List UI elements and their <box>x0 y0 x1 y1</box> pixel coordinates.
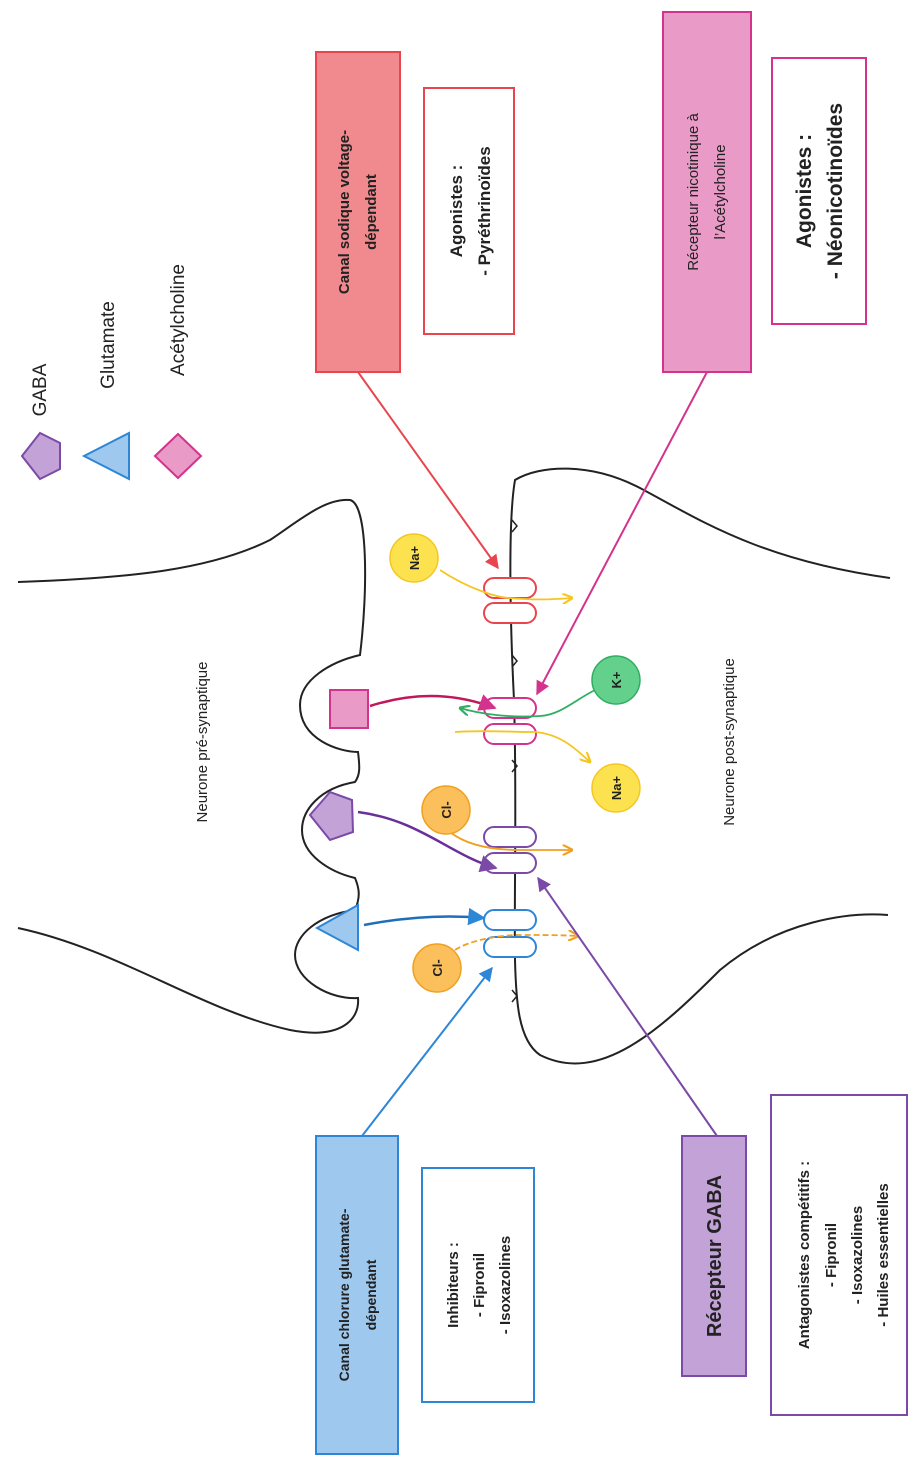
glutamate-channel-title-line2: dépendant <box>363 1259 379 1330</box>
glutamate-channel-box: Canal chlorure glutamate- dépendant <box>315 1135 399 1455</box>
ion-cl-glu-label: Cl- <box>430 959 445 976</box>
sodium-drugs-line2: - Pyréthrinoïdes <box>475 146 494 275</box>
glutamate-channel <box>483 909 537 958</box>
ion-k: K+ <box>591 655 641 705</box>
gaba-drugs-line2: - Fipronil <box>823 1223 840 1287</box>
presynaptic-neuron-label: Neurone pré-synaptique <box>194 662 211 823</box>
acetylcholine-diamond-icon <box>153 432 203 480</box>
glutamate-drugs-box: Inhibiteurs : - Fipronil - Isoxazolines <box>421 1167 535 1403</box>
sodium-drugs-line1: Agonistes : <box>447 165 466 258</box>
ion-cl-gaba-label: Cl- <box>439 801 454 818</box>
glutamate-pointer-line <box>361 966 493 1137</box>
postsynaptic-membrane-detail <box>511 519 518 1003</box>
nicotinic-receptor-box: Récepteur nicotinique à l’Acétylcholine <box>662 11 752 373</box>
glutamate-triangle-icon <box>81 431 130 481</box>
legend-gaba-label: GABA <box>30 363 51 416</box>
nicotinic-title-line1: Récepteur nicotinique à <box>685 113 702 271</box>
legend-acetylcholine-label: Acétylcholine <box>168 264 189 376</box>
k-flow <box>460 689 596 718</box>
sodium-channel-box: Canal sodique voltage- dépendant <box>315 51 401 373</box>
gaba-drugs-line4: - Huiles essentielles <box>875 1183 892 1326</box>
sodium-channel <box>483 577 537 624</box>
ion-na-top: Na+ <box>389 533 439 583</box>
glutamate-drugs-line2: - Fipronil <box>471 1253 488 1317</box>
presynaptic-membrane <box>17 498 367 1034</box>
gaba-pentagon-icon <box>20 431 61 481</box>
ion-cl-gaba: Cl- <box>421 785 471 835</box>
glutamate-vesicle-triangle <box>314 903 359 952</box>
acetylcholine-arrow <box>369 694 497 711</box>
glutamate-drugs-line1: Inhibiteurs : <box>445 1242 462 1328</box>
nicotinic-pointer-line <box>536 371 708 696</box>
nicotinic-drugs-line2: - Néonicotinoïdes <box>824 103 847 279</box>
glutamate-drugs-line3: - Isoxazolines <box>497 1236 514 1334</box>
nicotinic-drugs-line1: Agonistes : <box>793 134 816 248</box>
glutamate-channel-title-line1: Canal chlorure glutamate- <box>336 1208 352 1381</box>
ion-na-top-label: Na+ <box>407 545 422 570</box>
cl-glu-flow <box>454 935 578 951</box>
cl-gaba-flow <box>449 831 572 850</box>
ion-na-mid-label: Na+ <box>609 775 624 800</box>
gaba-arrow <box>357 810 498 873</box>
sodium-channel-title-line1: Canal sodique voltage- <box>336 130 353 294</box>
gaba-receptor-title: Récepteur GABA <box>704 1175 726 1337</box>
nicotinic-drugs-box: Agonistes : - Néonicotinoïdes <box>771 57 867 325</box>
gaba-drugs-box: Antagonistes compétitifs : - Fipronil - … <box>770 1094 908 1416</box>
ion-cl-glu: Cl- <box>412 943 462 993</box>
gaba-vesicle-pentagon <box>308 790 355 842</box>
na-top-flow <box>439 569 572 600</box>
sodium-drugs-box: Agonistes : - Pyréthrinoïdes <box>423 87 515 335</box>
nicotinic-title-line2: l’Acétylcholine <box>712 144 729 239</box>
legend-glutamate-label: Glutamate <box>98 301 119 389</box>
postsynaptic-membrane <box>509 467 891 1065</box>
nicotinic-receptor <box>483 697 537 745</box>
na-mid-flow <box>454 730 590 762</box>
gaba-pointer-line <box>537 876 718 1137</box>
sodium-channel-title-line2: dépendant <box>363 174 380 250</box>
gaba-drugs-line1: Antagonistes compétitifs : <box>796 1161 813 1349</box>
glutamate-arrow <box>363 907 486 927</box>
gaba-drugs-line3: - Isoxazolines <box>849 1206 866 1304</box>
postsynaptic-neuron-label: Neurone post-synaptique <box>721 658 738 826</box>
ion-na-mid: Na+ <box>591 763 641 813</box>
ion-k-label: K+ <box>609 671 624 688</box>
sodium-pointer-line <box>357 371 499 570</box>
legend: GABA Glutamate Acétylcholine <box>20 264 203 481</box>
acetylcholine-vesicle-diamond <box>329 689 369 729</box>
gaba-receptor-box: Récepteur GABA <box>681 1135 747 1377</box>
